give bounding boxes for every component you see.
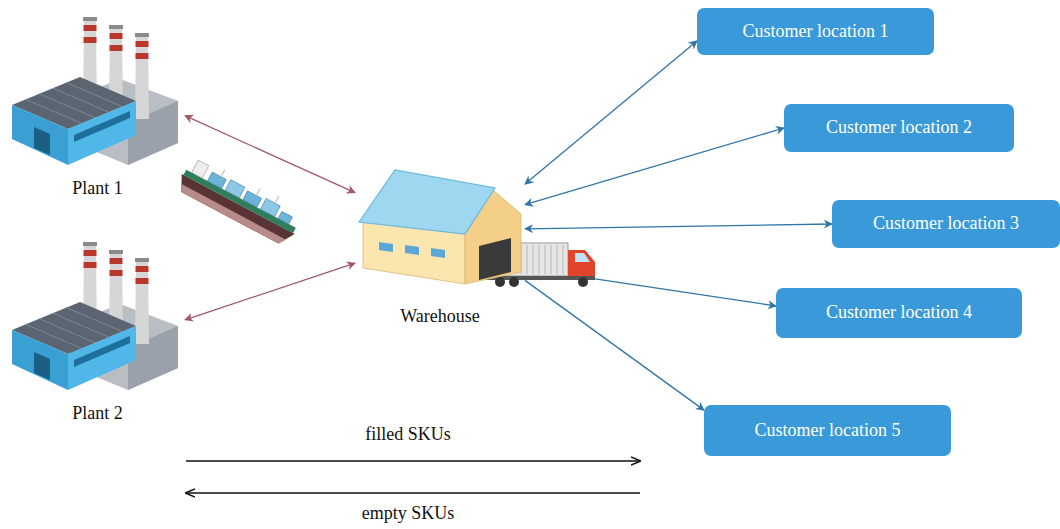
container-rib [539, 245, 540, 274]
chimney-cap [109, 250, 123, 254]
warehouse-roof [359, 170, 495, 234]
chimney-stripe [84, 262, 97, 268]
plant-node: Plant 2 [10, 240, 185, 430]
container [260, 198, 280, 216]
container [207, 172, 226, 188]
container [278, 211, 292, 224]
plant-node: Plant 1 [10, 15, 185, 205]
ship-illustration [174, 151, 307, 248]
customer-label: Customer location 2 [826, 117, 972, 139]
container-rib [545, 245, 546, 274]
customer-box: Customer location 2 [784, 104, 1014, 152]
ship-hull [174, 174, 295, 248]
connector-arrow [525, 224, 832, 229]
flow-label-wrap: filled SKUs [365, 424, 451, 446]
factory-svg [10, 15, 185, 170]
roof-seam [53, 313, 109, 337]
factory-window [74, 111, 130, 142]
container [243, 191, 262, 207]
customer-box: Customer location 3 [832, 200, 1060, 248]
container-rib [557, 245, 558, 274]
container-rib [527, 245, 528, 274]
warehouse-window [379, 242, 393, 252]
chimney-cap [83, 242, 97, 246]
truck-wheel [509, 277, 519, 287]
chimney [135, 35, 149, 119]
container-rib [551, 245, 552, 274]
factory-icon [12, 17, 178, 165]
warehouse-window [431, 248, 445, 258]
flow-arrow [186, 460, 640, 461]
factory-window [74, 336, 130, 367]
chimney [135, 260, 149, 344]
roof-seam [39, 94, 95, 118]
factory-front [12, 105, 68, 165]
roof-seam [39, 319, 95, 343]
chimney-stripe [136, 278, 149, 284]
truck-wheel [495, 277, 505, 287]
connector-arrow [525, 280, 704, 410]
customer-label: Customer location 4 [826, 302, 972, 324]
roof-seam [66, 83, 122, 107]
container-rib [563, 245, 564, 274]
chimney-stripe [110, 45, 123, 51]
roof-seam [66, 308, 122, 332]
node-label: Plant 1 [72, 178, 123, 200]
truck-cab [568, 250, 595, 276]
connector-arrow [185, 263, 355, 320]
chimney-stripe [84, 37, 97, 43]
customer-label: Customer location 1 [743, 21, 889, 43]
customer-box: Customer location 5 [704, 405, 951, 456]
chimney-stripe [110, 270, 123, 276]
flow-label: empty SKUs [362, 503, 455, 525]
customer-label: Customer location 3 [873, 213, 1019, 235]
connector-arrow [525, 41, 697, 184]
factory-door [34, 127, 50, 155]
container-rib [533, 245, 534, 274]
factory-svg [10, 240, 185, 395]
factory-front [12, 330, 68, 390]
warehouse-window [405, 245, 419, 255]
chimney-cap [135, 258, 149, 262]
chimney-stripe [136, 53, 149, 59]
chimney-stripe [84, 25, 97, 31]
ship-deck [183, 170, 295, 234]
factory-side [68, 326, 136, 390]
container [225, 180, 245, 198]
roof-seam [53, 88, 109, 112]
factory-side [68, 101, 136, 165]
chimney-stripe [110, 33, 123, 39]
customer-box: Customer location 1 [697, 8, 934, 55]
ship-crane [221, 168, 279, 205]
flow-label-wrap: empty SKUs [362, 503, 455, 525]
flow-arrow [186, 492, 640, 493]
connector-arrow [525, 128, 784, 205]
warehouse-door [479, 238, 511, 280]
chimney-cap [135, 33, 149, 37]
chimney-stripe [84, 250, 97, 256]
customer-label: Customer location 5 [755, 420, 901, 442]
warehouse-icon [359, 170, 521, 284]
node-label: Warehouse [400, 306, 480, 328]
connector-arrow [185, 116, 355, 193]
factory-icon [12, 242, 178, 390]
chimney-cap [83, 17, 97, 21]
truck-window [575, 253, 590, 262]
ship-bridge [192, 160, 209, 178]
warehouse-svg [355, 160, 525, 300]
warehouse-node: Warehouse [355, 160, 525, 332]
chimney-stripe [110, 258, 123, 264]
node-label: Plant 2 [72, 403, 123, 425]
flow-label: filled SKUs [365, 424, 451, 446]
chimney-stripe [136, 266, 149, 272]
chimney-cap [109, 25, 123, 29]
customer-box: Customer location 4 [776, 288, 1022, 338]
factory-door [34, 352, 50, 380]
chimney-stripe [136, 41, 149, 47]
truck-wheel [578, 277, 588, 287]
